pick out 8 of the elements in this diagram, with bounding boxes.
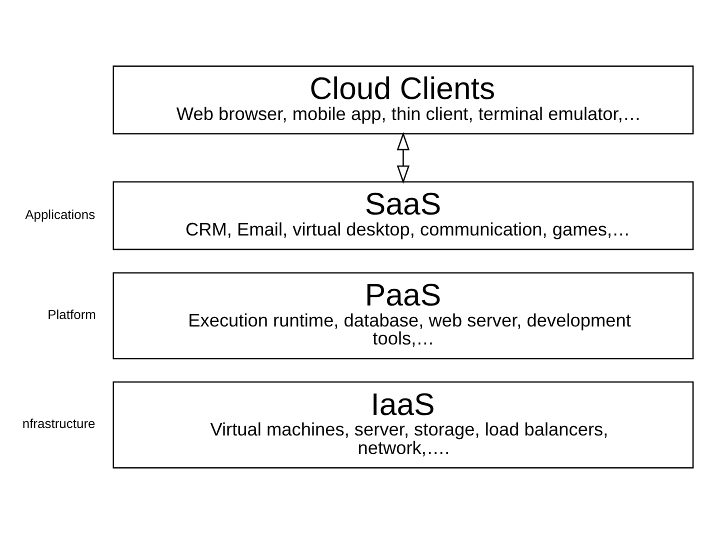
node-label: nfrastructure [22, 416, 96, 431]
node-box: IaaS Virtual machines, server, storage, load balancers, network,…. [112, 380, 694, 468]
node-box: Cloud Clients Web browser, mobile app, thin client, terminal emulator,… [112, 65, 694, 134]
node-box: SaaS CRM, Email, virtual desktop, communication, games,… [112, 180, 694, 250]
arrow [396, 132, 410, 184]
node-box: PaaS Execution runtime, database, web server, development tools,… [112, 272, 694, 359]
node-label: Applications [25, 206, 96, 222]
node-label: Platform [48, 306, 96, 322]
